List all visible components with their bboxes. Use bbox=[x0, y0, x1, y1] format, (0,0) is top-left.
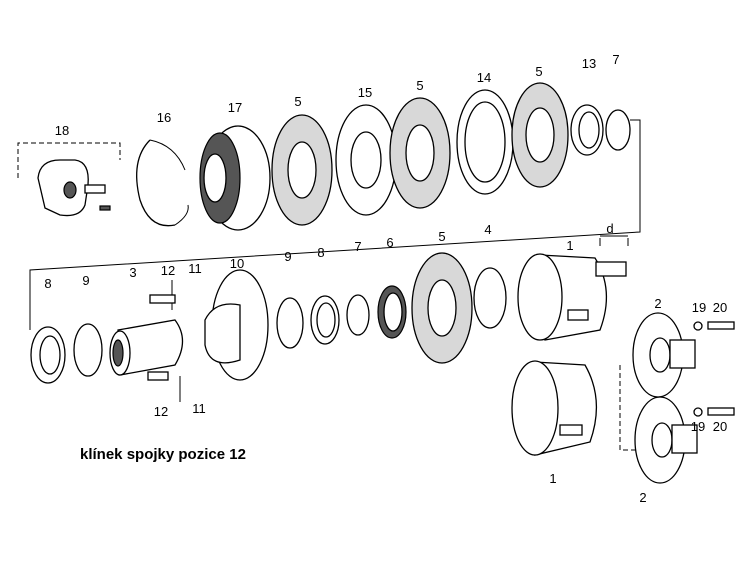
part-7-circlip bbox=[346, 294, 370, 336]
part-1-housing-bottom bbox=[511, 360, 598, 456]
label-5: 5 bbox=[416, 78, 423, 93]
part-13-seal bbox=[570, 104, 604, 156]
label-d: d bbox=[606, 221, 613, 236]
part-2-flange-bottom bbox=[634, 396, 698, 484]
caption: klínek spojky pozice 12 bbox=[80, 446, 246, 463]
label-16: 16 bbox=[157, 110, 171, 125]
label-12: 12 bbox=[161, 263, 175, 278]
label-4: 4 bbox=[484, 222, 491, 237]
part-18-lever bbox=[37, 159, 111, 217]
part-9-washer bbox=[73, 323, 103, 377]
label-7: 7 bbox=[354, 239, 361, 254]
label-8: 8 bbox=[44, 276, 51, 291]
part-1-housing-top bbox=[517, 253, 627, 341]
part-10-piston bbox=[204, 269, 269, 381]
part-17-clutch-pack bbox=[199, 125, 271, 231]
label-5: 5 bbox=[438, 229, 445, 244]
label-6: 6 bbox=[386, 235, 393, 250]
label-18: 18 bbox=[55, 123, 69, 138]
part-5-friction-disc bbox=[511, 82, 569, 188]
label-1: 1 bbox=[566, 238, 573, 253]
label-19: 19 bbox=[691, 419, 705, 434]
label-12: 12 bbox=[154, 404, 168, 419]
label-1: 1 bbox=[549, 471, 556, 486]
label-19: 19 bbox=[692, 300, 706, 315]
part-7-circlip bbox=[605, 109, 631, 151]
label-2: 2 bbox=[654, 296, 661, 311]
part-3-hub bbox=[109, 294, 184, 381]
part-labels: 18 16 17 5 15 5 14 5 13 7 1 d 8 9 3 12 1… bbox=[44, 52, 727, 505]
label-7: 7 bbox=[612, 52, 619, 67]
label-5: 5 bbox=[535, 64, 542, 79]
label-8: 8 bbox=[317, 245, 324, 260]
part-2-flange-top bbox=[632, 312, 696, 398]
label-5: 5 bbox=[294, 94, 301, 109]
label-20: 20 bbox=[713, 419, 727, 434]
label-20: 20 bbox=[713, 300, 727, 315]
part-6-seal bbox=[377, 285, 407, 339]
part-4-ring bbox=[473, 267, 507, 329]
part-19-20-bolts bbox=[693, 321, 735, 417]
part-9-washer bbox=[276, 297, 304, 349]
label-10: 10 bbox=[230, 256, 244, 271]
part-14-steel-disc bbox=[456, 89, 514, 195]
label-15: 15 bbox=[358, 85, 372, 100]
label-13: 13 bbox=[582, 56, 596, 71]
label-17: 17 bbox=[228, 100, 242, 115]
label-9: 9 bbox=[284, 249, 291, 264]
part-16-snap-ring bbox=[136, 139, 189, 227]
label-11: 11 bbox=[188, 261, 202, 276]
part-5-friction-disc bbox=[411, 252, 473, 364]
label-11: 11 bbox=[192, 401, 206, 416]
part-15-steel-disc bbox=[335, 104, 397, 216]
label-14: 14 bbox=[477, 70, 491, 85]
label-3: 3 bbox=[129, 265, 136, 280]
part-5-friction-disc bbox=[389, 97, 451, 209]
part-5-friction-disc bbox=[271, 114, 333, 226]
label-2: 2 bbox=[639, 490, 646, 505]
part-8-seal bbox=[30, 326, 66, 384]
label-9: 9 bbox=[82, 273, 89, 288]
part-8-seal bbox=[310, 295, 340, 345]
